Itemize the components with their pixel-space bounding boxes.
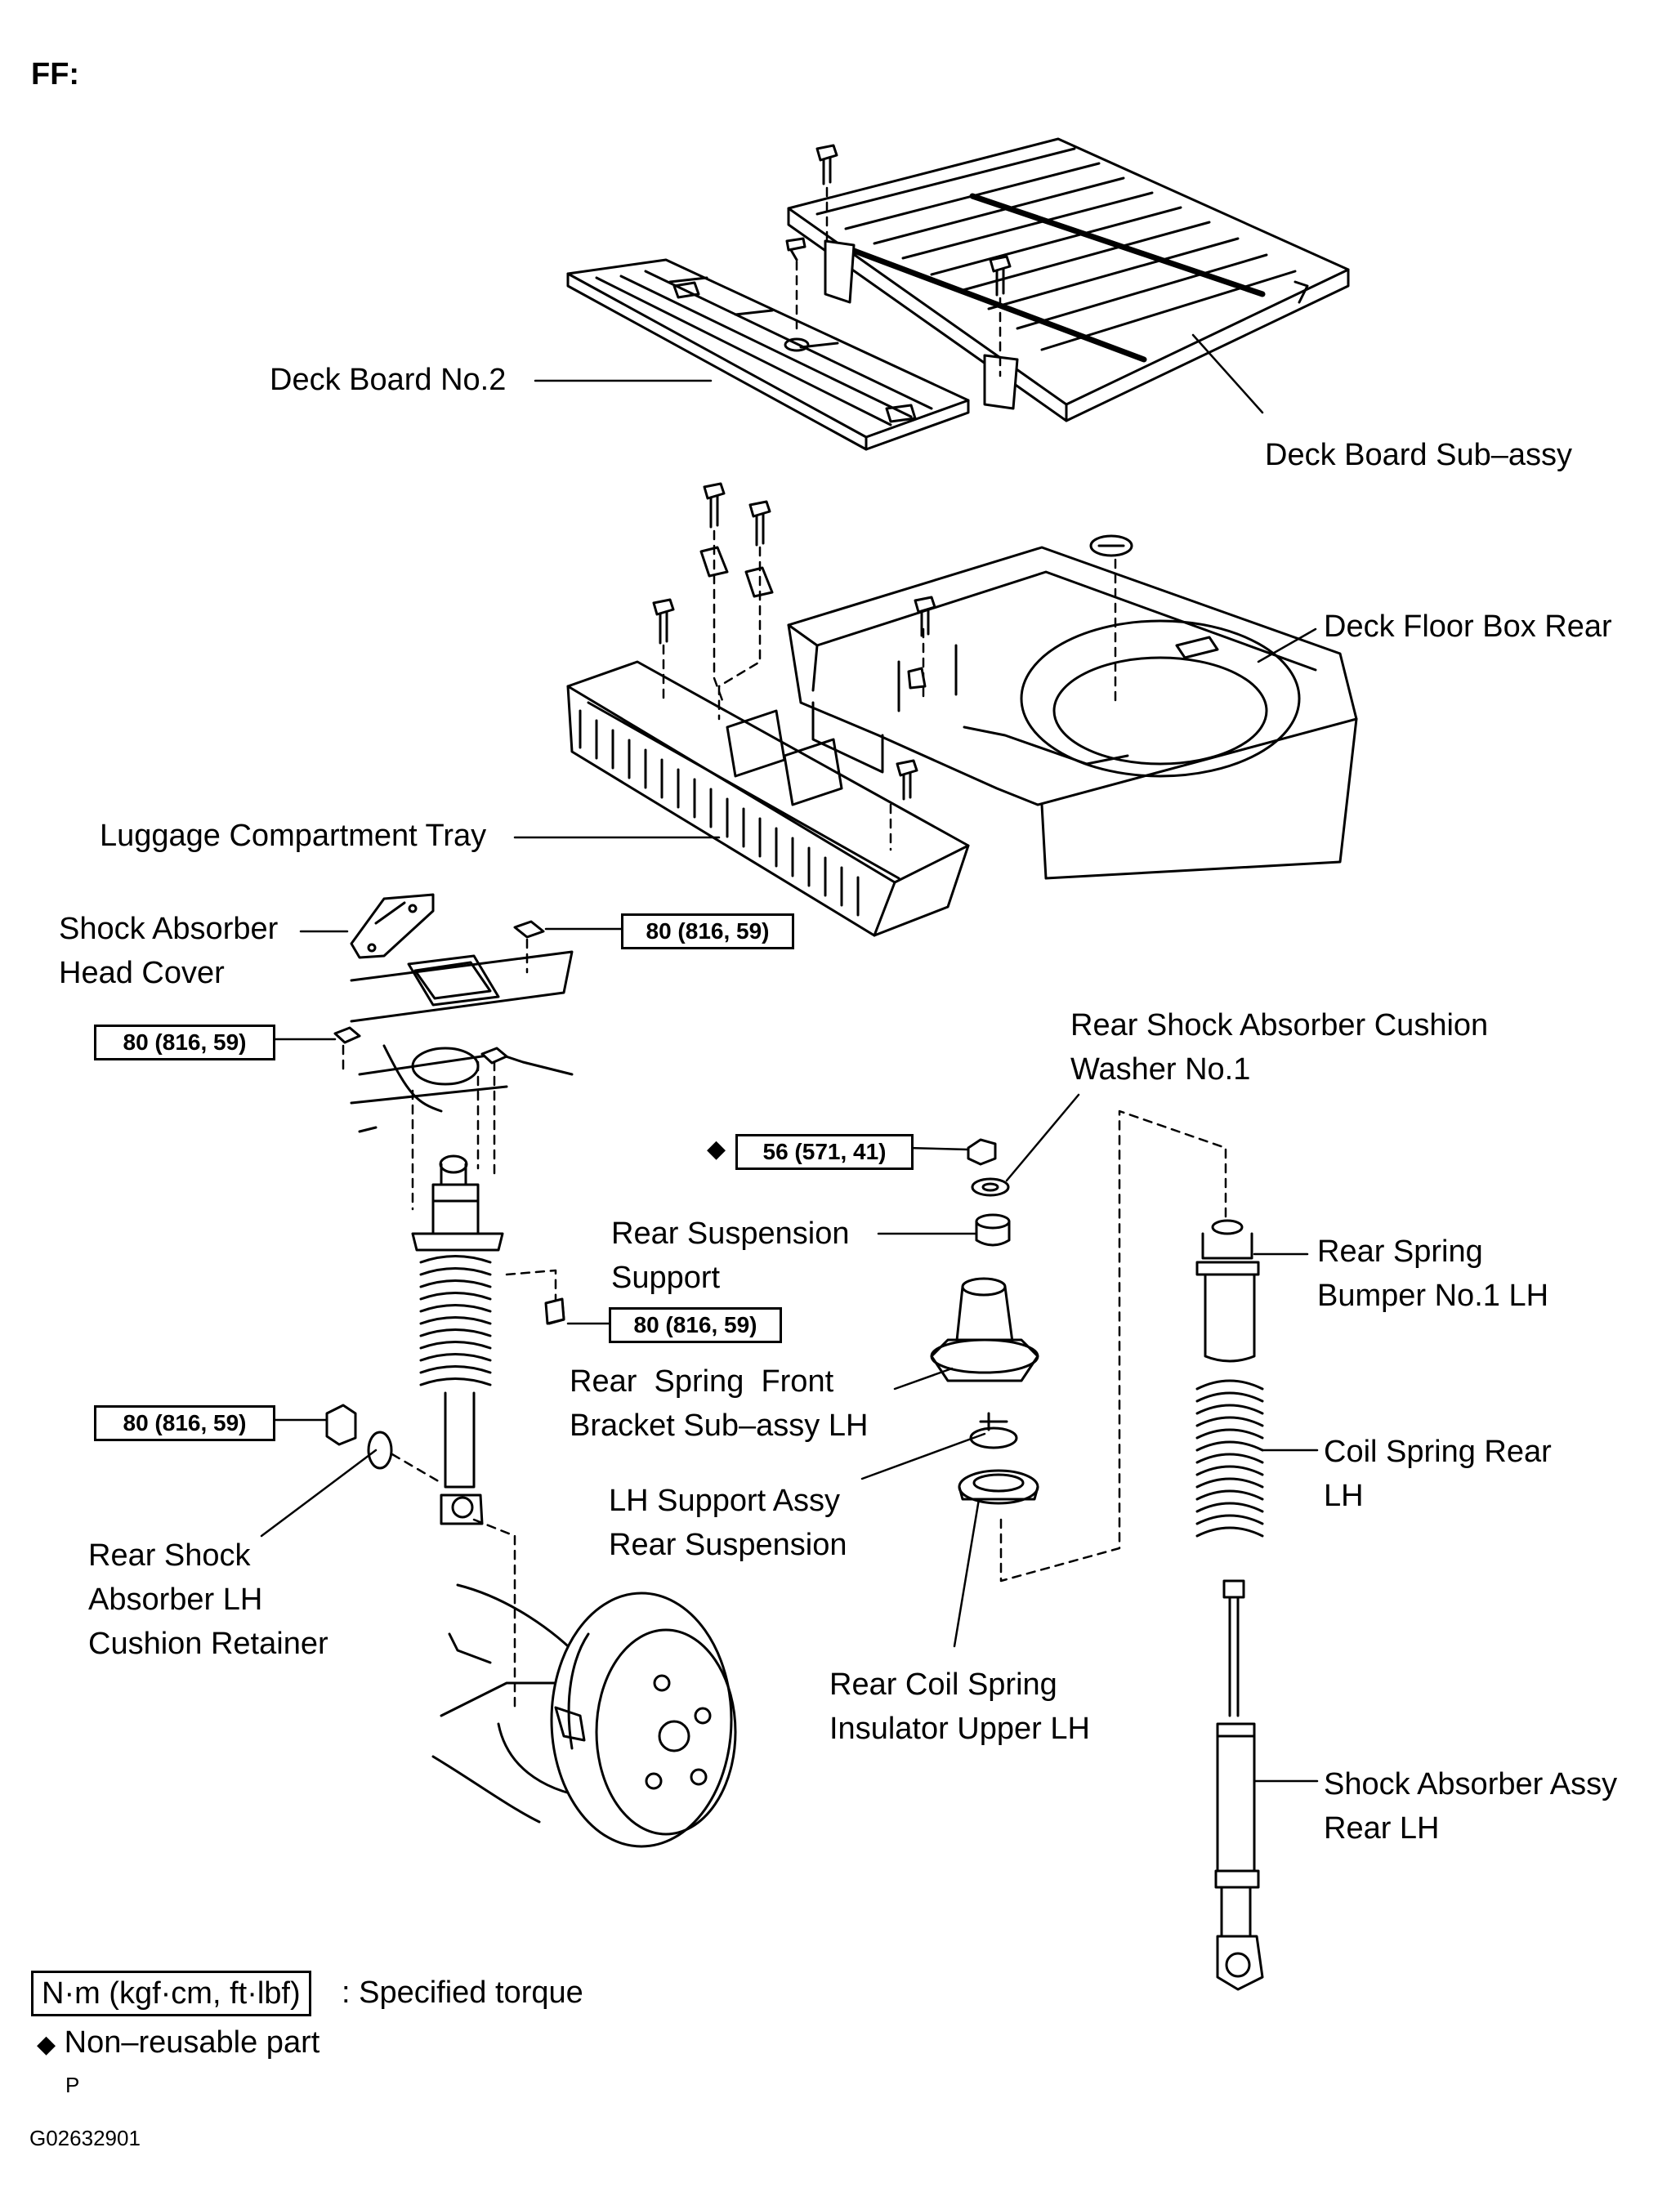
- label-line: Washer No.1: [1070, 1052, 1251, 1087]
- label-rear-spring-front-bracket: Rear Spring Front Bracket Sub–assy LH: [570, 1359, 868, 1448]
- label-line: Rear Suspension: [609, 1528, 847, 1562]
- label-line: Rear Spring: [1317, 1234, 1483, 1269]
- non-reusable-diamond-icon: ◆: [37, 2031, 56, 2058]
- label-luggage-compartment-tray: Luggage Compartment Tray: [100, 819, 487, 853]
- label-line: Shock Absorber: [59, 912, 279, 946]
- legend-torque-units: N·m (kgf·cm, ft·lbf): [31, 1971, 311, 2016]
- label-rear-coil-spring-insulator: Rear Coil Spring Insulator Upper LH: [829, 1663, 1090, 1751]
- label-rear-suspension-support: Rear Suspension Support: [611, 1212, 850, 1300]
- upper-mount-nuts: [333, 920, 545, 1065]
- luggage-compartment-tray-drawing: [566, 660, 970, 937]
- label-line: Coil Spring Rear: [1324, 1435, 1552, 1469]
- label-coil-spring-rear: Coil Spring Rear LH: [1324, 1430, 1552, 1518]
- label-rear-shock-absorber-cushion-washer: Rear Shock Absorber Cushion Washer No.1: [1070, 1003, 1488, 1092]
- label-line: Support: [611, 1261, 721, 1295]
- label-lh-support-assy: LH Support Assy Rear Suspension: [609, 1479, 847, 1567]
- cushion-retainer-nut: [325, 1404, 393, 1470]
- strut-assembly-drawing: [411, 1154, 504, 1525]
- torque-box: 80 (816, 59): [94, 1025, 275, 1060]
- label-deck-floor-box-rear: Deck Floor Box Rear: [1324, 609, 1612, 644]
- torque-box: 80 (816, 59): [621, 913, 794, 949]
- deck-board-no2-drawing: [566, 258, 970, 451]
- floor-box-bolts: [896, 596, 936, 801]
- torque-box: 80 (816, 59): [609, 1307, 782, 1343]
- torque-box: 56 (571, 41): [735, 1134, 914, 1170]
- label-line: Rear Shock Absorber Cushion: [1070, 1008, 1489, 1042]
- label-deck-board-no2: Deck Board No.2: [270, 363, 507, 397]
- label-shock-absorber-assy-rear: Shock Absorber Assy Rear LH: [1324, 1762, 1617, 1851]
- middle-column-drawing: [930, 1138, 1039, 1505]
- label-line: Head Cover: [59, 956, 225, 990]
- label-line: LH Support Assy: [609, 1484, 841, 1518]
- label-line: Rear Shock: [88, 1538, 251, 1573]
- brake-drum-drawing: [431, 1583, 737, 1848]
- label-line: Bumper No.1 LH: [1317, 1279, 1549, 1313]
- label-line: Rear LH: [1324, 1811, 1440, 1846]
- label-deck-board-sub-assy: Deck Board Sub–assy: [1265, 438, 1572, 472]
- label-line: LH: [1324, 1479, 1364, 1513]
- label-line: Rear Spring Front: [570, 1364, 834, 1399]
- label-line: Cushion Retainer: [88, 1627, 328, 1661]
- label-line: Absorber LH: [88, 1583, 263, 1617]
- legend-non-reusable: ◆ Non–reusable part: [37, 2020, 319, 2067]
- deck-board-bolts: [785, 144, 1012, 297]
- legend-torque-desc: : Specified torque: [342, 1976, 583, 2010]
- page-header: FF:: [31, 57, 80, 92]
- label-line: Bracket Sub–assy LH: [570, 1409, 869, 1443]
- label-line: Shock Absorber Assy: [1324, 1767, 1618, 1801]
- label-line: Rear Coil Spring: [829, 1667, 1057, 1702]
- label-line: Insulator Upper LH: [829, 1712, 1090, 1746]
- legend-non-reusable-desc: Non–reusable part: [64, 2025, 320, 2060]
- leader-lines: [260, 333, 1319, 1783]
- figure-code: G02632901: [29, 2126, 141, 2150]
- footer-p: P: [65, 2073, 80, 2097]
- label-line: Rear Suspension: [611, 1217, 850, 1251]
- tray-bolts: [652, 482, 774, 645]
- torque-box: 80 (816, 59): [94, 1405, 275, 1441]
- deck-board-sub-assy-drawing: [787, 137, 1350, 422]
- bracket-bolt: [544, 1297, 565, 1325]
- right-column-drawing: [1195, 1219, 1264, 1991]
- label-shock-absorber-head-cover: Shock Absorber Head Cover: [59, 907, 278, 995]
- non-reusable-diamond-icon: ◆: [707, 1136, 726, 1163]
- label-rear-shock-absorber-lh-cushion-retainer: Rear Shock Absorber LH Cushion Retainer: [88, 1534, 328, 1666]
- head-cover-drawing: [350, 893, 435, 959]
- body-panel-drawing: [350, 950, 574, 1133]
- label-rear-spring-bumper: Rear Spring Bumper No.1 LH: [1317, 1230, 1548, 1318]
